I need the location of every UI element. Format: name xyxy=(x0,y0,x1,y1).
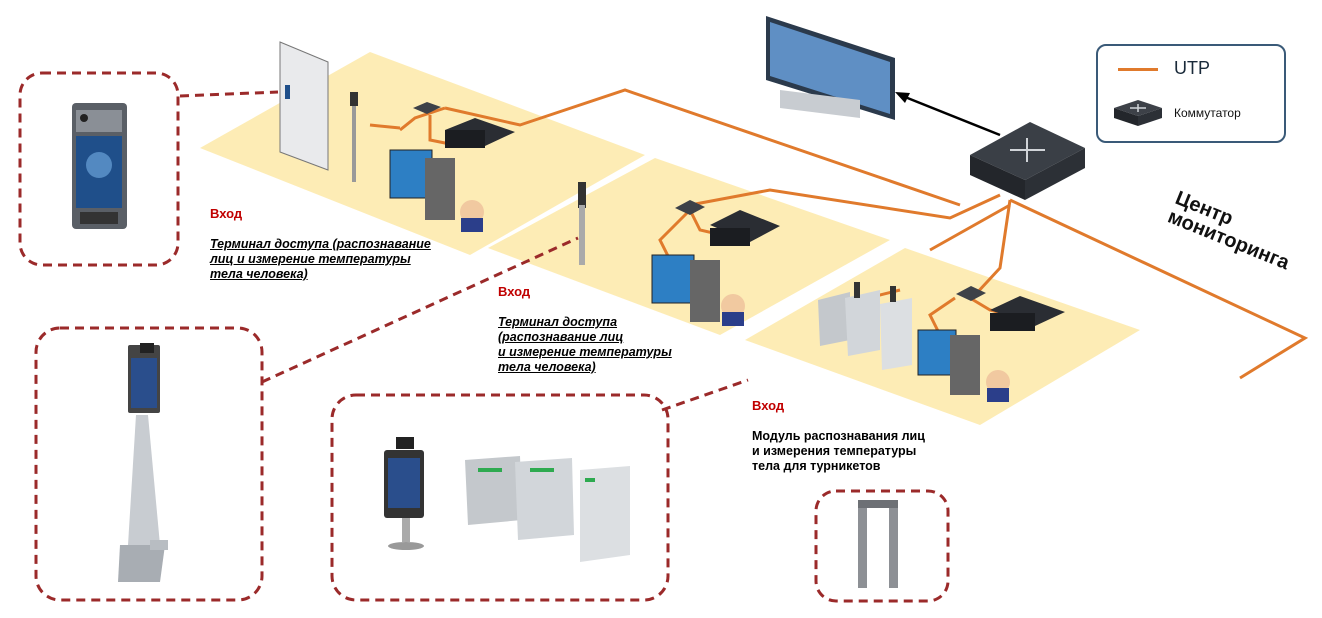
callout-turnstiles xyxy=(330,393,670,602)
arrow-head xyxy=(895,92,910,103)
legend: UTP Коммутатор xyxy=(1096,44,1286,143)
zone2-desc-line4: тела человека) xyxy=(498,360,596,374)
zone3-devices xyxy=(818,282,1065,402)
zone2-label: Вход Терминал доступа (распознавание лиц… xyxy=(498,284,723,375)
zone2-entry: Вход xyxy=(498,284,531,299)
legend-utp-label: UTP xyxy=(1174,58,1210,78)
monitoring-arrow xyxy=(899,93,1001,137)
zone2-desc-line3: и измерение температуры xyxy=(498,345,672,359)
zone1-desc-line2: лиц и измерение температуры xyxy=(210,252,411,266)
zone-floor-2 xyxy=(488,158,890,335)
video-wall-icon xyxy=(766,16,895,120)
zone2-desc-line2: (распознавание лиц xyxy=(498,330,624,344)
zone2-devices xyxy=(578,182,780,326)
switch-icon xyxy=(1114,100,1162,126)
zone1-entry: Вход xyxy=(210,206,243,221)
zone1-desc-line3: тела человека) xyxy=(210,267,308,281)
wall-terminal-icon xyxy=(72,103,127,229)
zone2-desc-line1: Терминал доступа xyxy=(498,315,618,329)
utp-line-swatch xyxy=(1118,68,1158,71)
zone3-desc-line1: Модуль распознавания лиц xyxy=(752,429,925,443)
metal-detector-icon xyxy=(858,500,898,588)
turnstile-icons xyxy=(384,437,630,562)
stand-terminal-icon xyxy=(118,343,168,582)
zone3-entry: Вход xyxy=(752,398,785,413)
zone3-label: Вход Модуль распознавания лиц и измерени… xyxy=(752,398,977,474)
zone1-devices xyxy=(279,41,515,232)
device-callouts xyxy=(18,71,950,603)
core-switch-icon xyxy=(970,122,1085,200)
zone1-label: Вход Терминал доступа (распознавание лиц… xyxy=(210,206,470,282)
zone3-desc-line2: и измерения температуры xyxy=(752,444,917,458)
callout-metal-detector xyxy=(814,489,950,603)
zone3-desc-line3: тела для турникетов xyxy=(752,459,881,473)
legend-switch-label: Коммутатор xyxy=(1174,106,1241,120)
dashed-connectors xyxy=(179,90,749,412)
zone1-desc-line1: Терминал доступа (распознавание xyxy=(210,237,431,251)
